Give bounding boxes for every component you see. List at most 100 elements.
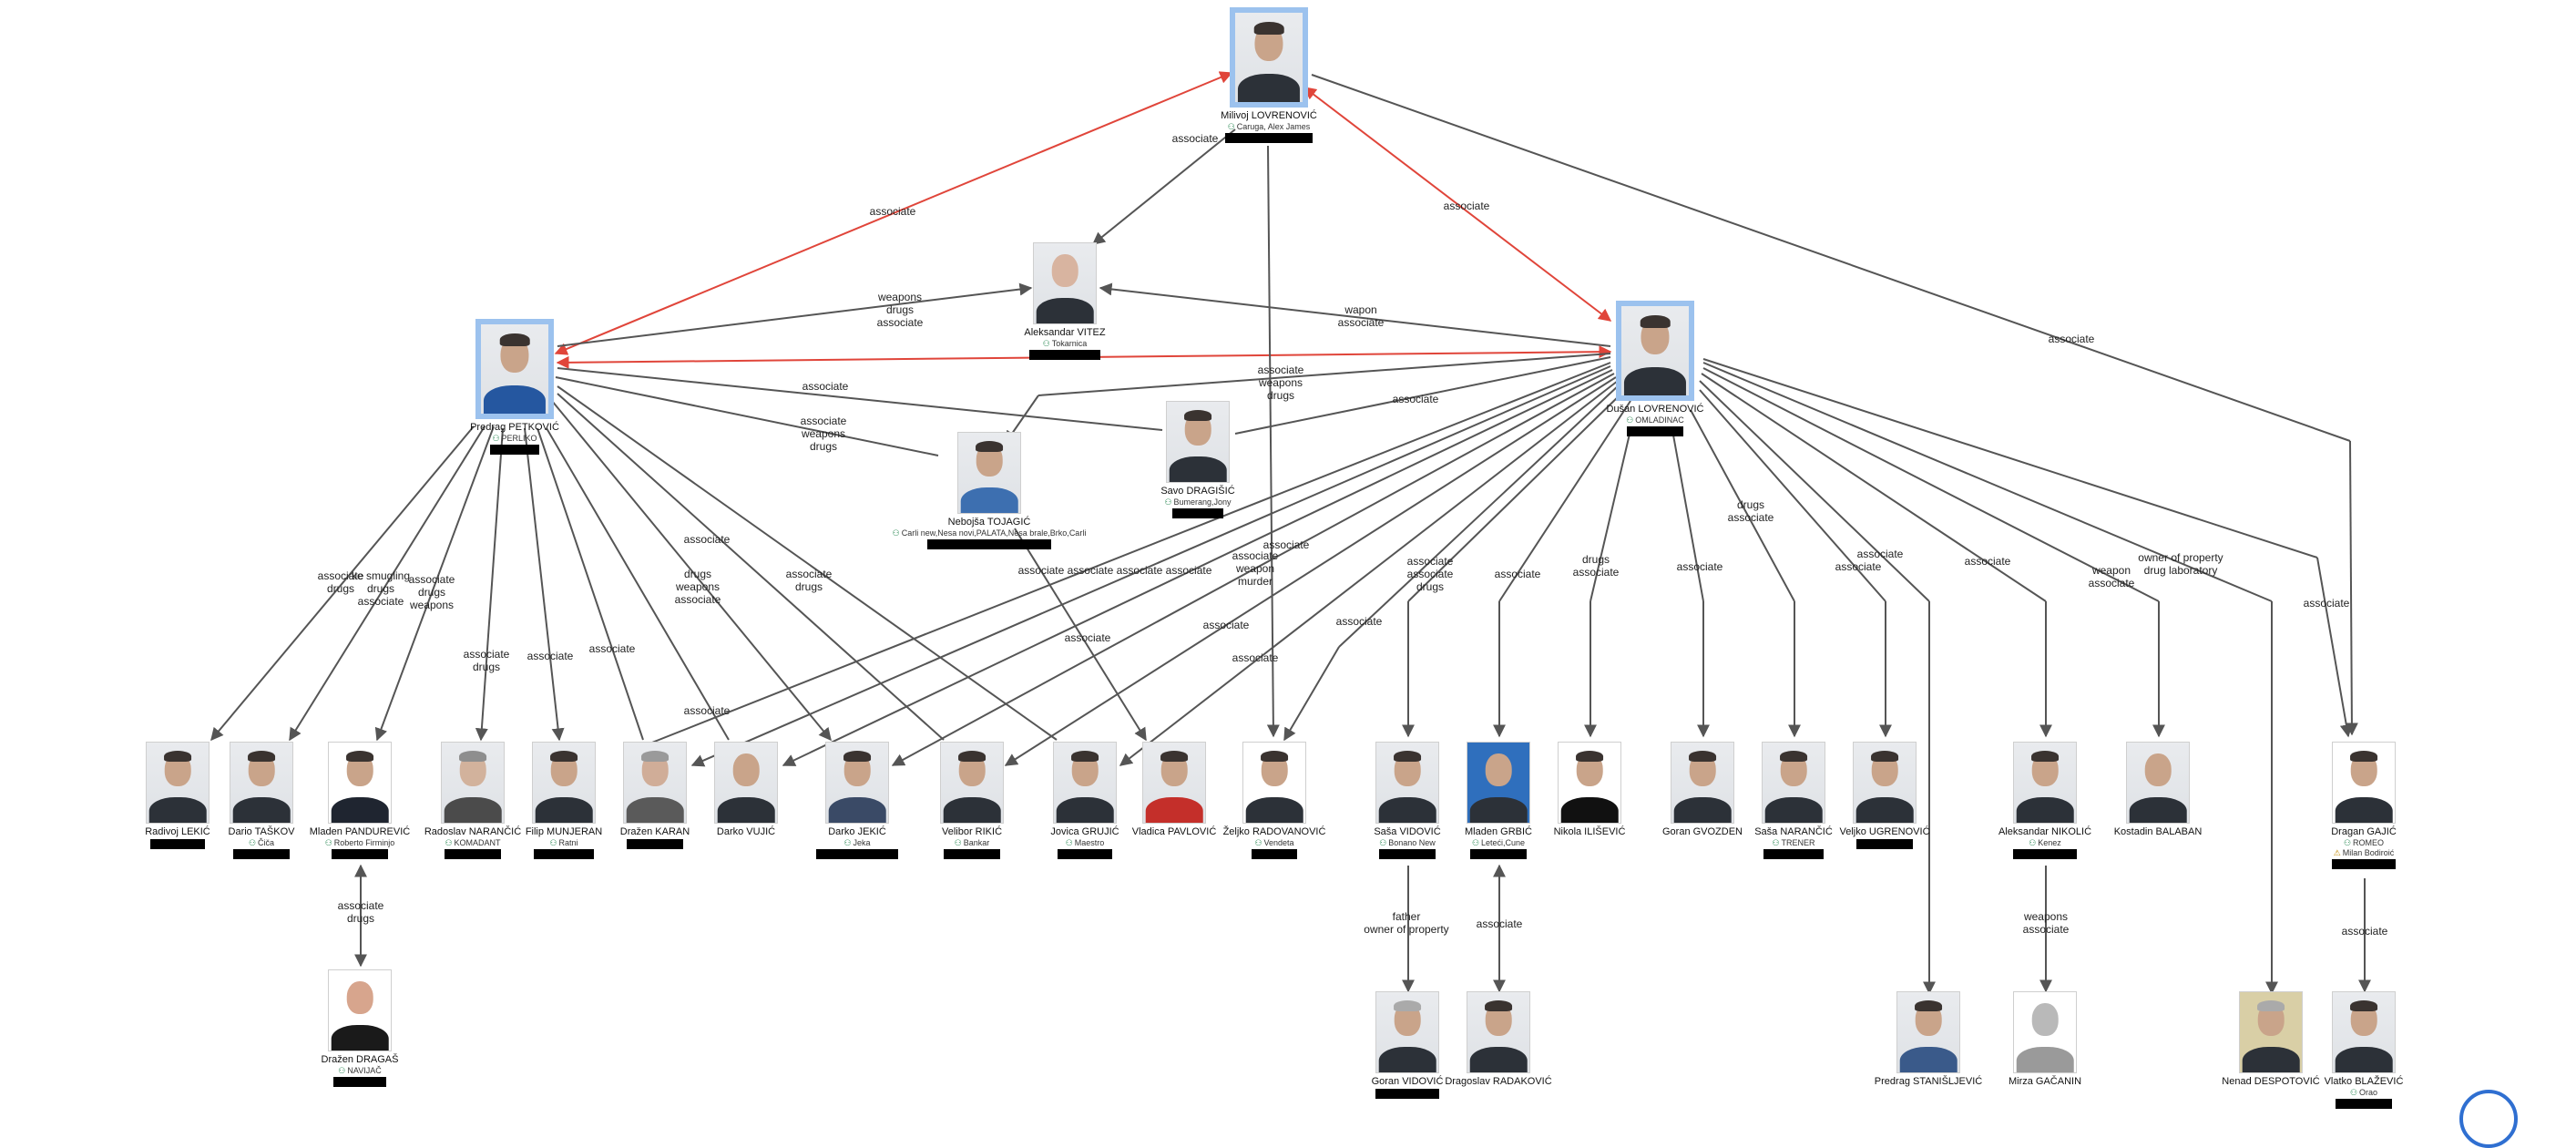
person-node-kostadin[interactable]: Kostadin BALABAN: [2099, 742, 2217, 838]
person-node-vlatko[interactable]: Vlatko BLAŽEVIĆ ⚇Orao: [2305, 991, 2423, 1109]
alias-text: Caruga, Alex James: [1236, 122, 1311, 131]
person-alias: ⚇PERLIKO: [455, 434, 574, 444]
edge-dusan-veljko[interactable]: [1699, 389, 1886, 602]
edge-mile-vitez[interactable]: [1091, 128, 1236, 245]
edge-label-line: wapon: [1344, 303, 1376, 316]
person-node-zeljko[interactable]: Željko RADOVANOVIĆ ⚇Vendeta: [1215, 742, 1334, 859]
edge-dusan-zeljko[interactable]: [1338, 384, 1620, 648]
link-chart-canvas[interactable]: associate associate associate associate …: [0, 0, 2576, 1106]
edge-label-mile-pedja: associate: [870, 205, 916, 218]
person-node-darko-j[interactable]: Darko JEKIĆ ⚇Jeka: [798, 742, 916, 859]
person-node-nikola[interactable]: Nikola ILIŠEVIĆ: [1530, 742, 1649, 838]
edge-dusan-savo[interactable]: [1234, 356, 1611, 435]
edge-dusan-dragan[interactable]: [1702, 358, 2318, 559]
help-button-icon[interactable]: [2459, 1090, 2518, 1148]
edge-pedja-jovica[interactable]: [557, 385, 1058, 741]
edge-dusan-zeljko-2[interactable]: [1283, 646, 1340, 742]
edge-pedja-nebojsa[interactable]: [555, 376, 939, 456]
edge-dusan-nikola[interactable]: [1590, 429, 1631, 602]
person-node-mladen-g[interactable]: Mladen GRBIĆ ⚇Leteći,Cune: [1439, 742, 1558, 859]
edge-label-line: drugs: [418, 586, 445, 599]
edge-pedja-filip[interactable]: [524, 427, 565, 742]
person-node-jovica[interactable]: Jovica GRUJIĆ ⚇Maestro: [1026, 742, 1144, 859]
person-node-dragan[interactable]: Dragan GAJIĆ ⚇ROMEO ⚠Milan Bodiroić: [2305, 742, 2423, 869]
person-name: Saša VIDOVIĆ: [1374, 826, 1441, 837]
warning-icon: ⚠: [2333, 848, 2341, 857]
edge-dusan-mladeng[interactable]: [1498, 400, 1631, 602]
edge-pedja-mile[interactable]: [554, 71, 1233, 355]
edge-dusan-drazenk[interactable]: [625, 362, 1611, 754]
person-photo: [146, 742, 210, 824]
edge-dusan-kostadin[interactable]: [1702, 367, 2160, 602]
edge-dusan-sasan[interactable]: [1690, 409, 1795, 602]
edge-label-line: associate: [1573, 566, 1620, 579]
edge-dusan-sasav[interactable]: [1407, 391, 1624, 602]
person-node-radivoj[interactable]: Radivoj LEKIĆ: [118, 742, 237, 849]
edge-dusan-darkov[interactable]: [690, 365, 1611, 767]
person-node-goran-v[interactable]: Goran VIDOVIĆ: [1348, 991, 1467, 1099]
edge-pedja-vitez[interactable]: [557, 282, 1033, 347]
person-node-nenad[interactable]: Nenad DESPOTOVIĆ: [2212, 991, 2330, 1088]
person-node-pedja[interactable]: Predrag PETKOVIĆ ⚇PERLIKO: [455, 319, 574, 455]
edge-pedja-radivoj[interactable]: [210, 425, 475, 742]
person-node-radoslav[interactable]: Radoslav NARANČIĆ ⚇KOMADANT: [414, 742, 532, 859]
alias-text: NAVIJAČ: [347, 1066, 382, 1075]
edge-dusan-dragan-2[interactable]: [2316, 557, 2353, 738]
person-name: Vladica PAVLOVIĆ: [1131, 826, 1217, 837]
edge-pedja-dario[interactable]: [289, 425, 486, 742]
person-photo: [825, 742, 889, 824]
edge-dusan-gorang[interactable]: [1671, 429, 1704, 602]
person-node-vladica[interactable]: Vladica PAVLOVIĆ: [1115, 742, 1233, 838]
person-node-nebojsa[interactable]: Nebojša TOJAGIĆ ⚇Carli new,Nesa novi,PAL…: [893, 432, 1086, 549]
person-node-dario[interactable]: Dario TAŠKOV ⚇Čiča: [202, 742, 321, 859]
person-node-vitez[interactable]: Aleksandar VITEZ ⚇Tokarnica: [1006, 242, 1124, 360]
person-node-sasa-n[interactable]: Saša NARANČIĆ ⚇TRENER: [1734, 742, 1853, 859]
edge-dusan-darkoj[interactable]: [782, 369, 1613, 766]
edge-mile-zeljko[interactable]: [1266, 145, 1280, 738]
edge-mile-dusan[interactable]: [1303, 87, 1612, 322]
alias-icon: ⚇: [492, 434, 500, 443]
person-name: Dragoslav RADAKOVIĆ: [1445, 1076, 1552, 1087]
edge-nebojsa-vladica[interactable]: [1014, 528, 1147, 742]
edge-dusan-velibor[interactable]: [891, 373, 1615, 766]
edge-pedja-drazenk[interactable]: [537, 427, 644, 741]
edge-dusan-nebojsa[interactable]: [1038, 353, 1611, 396]
person-node-aleksandar-n[interactable]: Aleksandar NIKOLIĆ ⚇Kenez: [1986, 742, 2104, 859]
edge-pedja-radoslav[interactable]: [475, 427, 504, 742]
person-name: Velibor RIKIĆ: [941, 826, 1003, 837]
edge-dusan-jovica[interactable]: [1004, 376, 1617, 766]
person-name: Savo DRAGIŠIĆ: [1160, 486, 1235, 497]
edge-pedja-mladenp[interactable]: [374, 425, 495, 742]
person-node-mile[interactable]: Milivoj LOVRENOVIĆ ⚇Caruga, Alex James: [1210, 7, 1328, 143]
person-node-darko-v[interactable]: Darko VUJIĆ: [687, 742, 805, 838]
person-node-drazen-d[interactable]: Dražen DRAGAŠ ⚇NAVIJAČ: [301, 969, 419, 1087]
alias-text: Vendeta: [1263, 838, 1294, 847]
edge-pedja-darkov[interactable]: [546, 427, 730, 741]
person-node-savo[interactable]: Savo DRAGIŠIĆ ⚇Bumerang,Jony: [1139, 401, 1257, 518]
person-node-predrag-s[interactable]: Predrag STANIŠLJEVIĆ: [1869, 991, 1988, 1088]
person-node-goran-g[interactable]: Goran GVOZDEN: [1643, 742, 1762, 838]
edge-pedja-darkoj[interactable]: [551, 400, 832, 742]
person-node-velibor[interactable]: Velibor RIKIĆ ⚇Bankar: [913, 742, 1031, 859]
person-node-veljko[interactable]: Veljko UGRENOVIĆ: [1825, 742, 1944, 849]
person-alias-2: ⚠Milan Bodiroić: [2305, 848, 2423, 858]
person-node-dragoslav[interactable]: Dragoslav RADAKOVIĆ: [1439, 991, 1558, 1088]
person-node-mladen-p[interactable]: Mladen PANDUREVIĆ ⚇Roberto Firminjo: [301, 742, 419, 859]
edge-label-pedja-velibor: associate drugs: [786, 568, 833, 593]
person-node-drazen-k[interactable]: Dražen KARAN: [596, 742, 714, 849]
edge-pedja-savo[interactable]: [557, 367, 1163, 431]
alias-icon: ⚇: [892, 528, 900, 538]
edge-mile-dragan[interactable]: [1311, 74, 2351, 442]
person-node-filip[interactable]: Filip MUNJERAN ⚇Ratni: [505, 742, 623, 859]
edge-dusan-predrags[interactable]: [1699, 380, 1930, 602]
person-node-sasa-v[interactable]: Saša VIDOVIĆ ⚇Bonano New: [1348, 742, 1467, 859]
edge-pedja-velibor[interactable]: [557, 393, 945, 741]
person-node-dusan[interactable]: Dušan LOVRENOVIĆ ⚇OMLADINAC: [1596, 301, 1714, 436]
edge-label: associate: [1477, 917, 1523, 930]
person-node-mirza[interactable]: Mirza GAČANIN: [1986, 991, 2104, 1088]
edge-dusan-vitez[interactable]: [1099, 282, 1611, 347]
edge-dusan-aleksandarn[interactable]: [1701, 373, 2047, 602]
edge-mile-dragan-2[interactable]: [2345, 440, 2358, 736]
edge-dusan-nenad[interactable]: [1702, 362, 2273, 602]
edge-dusan-vladica[interactable]: [1119, 380, 1619, 766]
